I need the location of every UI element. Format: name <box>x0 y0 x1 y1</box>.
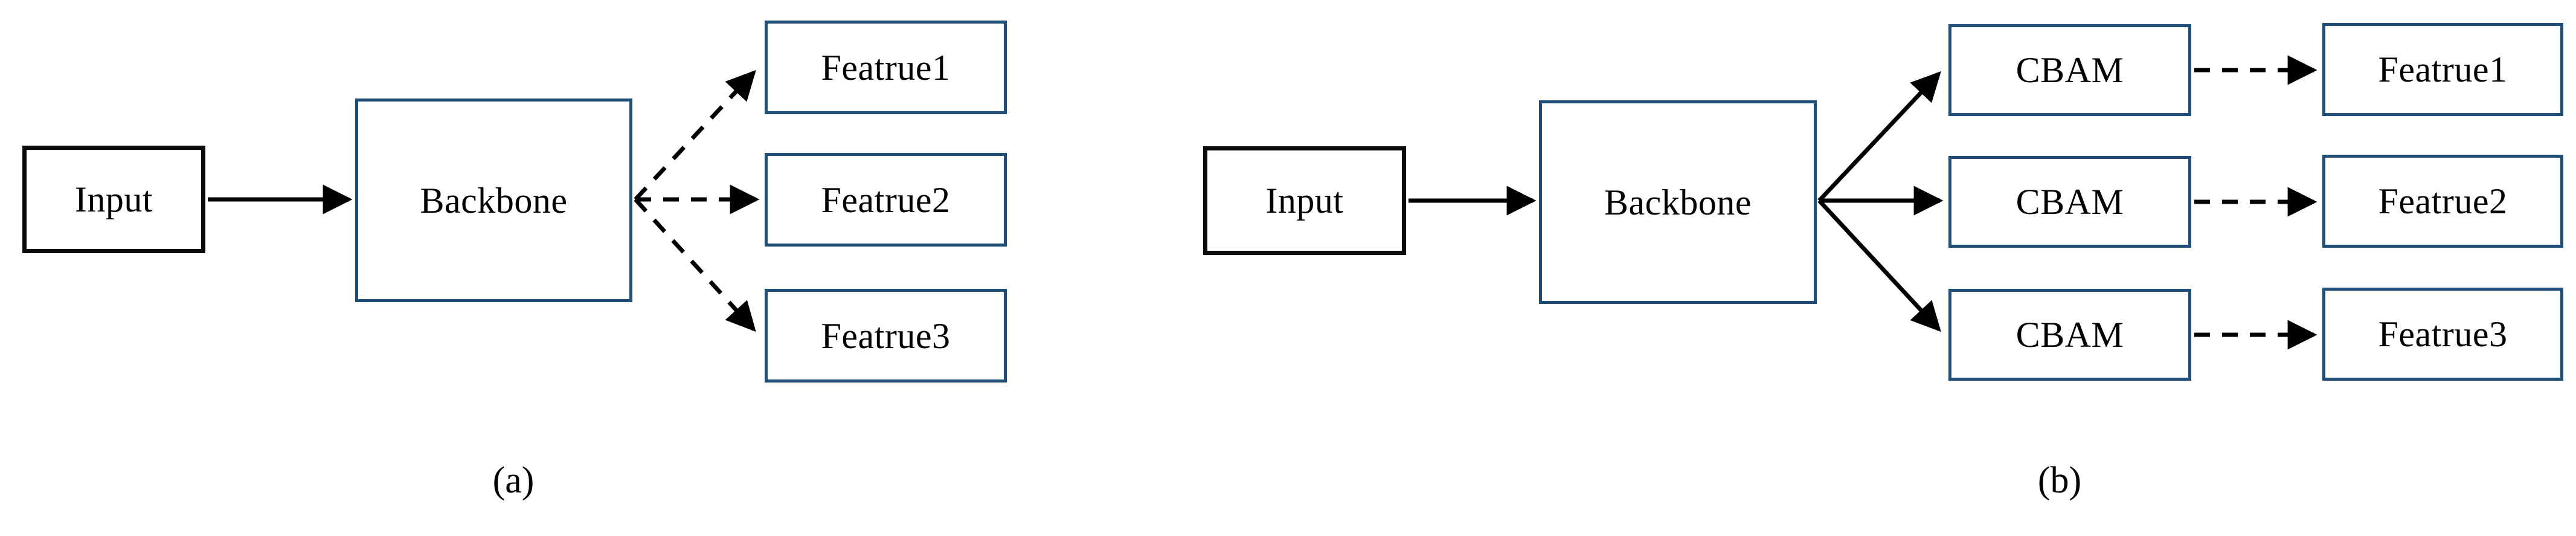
panel-b-backbone-label: Backbone <box>1604 182 1752 222</box>
panel-a-backbone-label: Backbone <box>420 180 568 221</box>
panel-b-featrue3-label: Featrue3 <box>2378 314 2508 354</box>
panel-b-input-box[interactable]: Input <box>1203 146 1406 255</box>
panel-a-backbone-box[interactable]: Backbone <box>355 98 632 302</box>
panel-b-cbam2-box[interactable]: CBAM <box>1948 156 2191 248</box>
panel-b-cbam2-label: CBAM <box>2016 182 2124 222</box>
panel-b-cbam3-label: CBAM <box>2016 315 2124 355</box>
edge-b-backbone-to-cbam3 <box>1817 199 1941 332</box>
panel-a-input-label: Input <box>74 179 153 219</box>
panel-b-featrue1-box[interactable]: Featrue1 <box>2322 23 2563 116</box>
panel-b-cbam1-box[interactable]: CBAM <box>1948 24 2191 116</box>
panel-a-caption: (a) <box>492 460 535 501</box>
panel-a-featrue1-box[interactable]: Featrue1 <box>765 21 1007 114</box>
panel-a-featrue3-box[interactable]: Featrue3 <box>765 289 1007 383</box>
panel-a-featrue2-label: Featrue2 <box>821 179 951 220</box>
panel-b-cbam3-box[interactable]: CBAM <box>1948 289 2191 381</box>
panel-a-input-box[interactable]: Input <box>22 146 205 253</box>
edge-b-backbone-to-cbam1 <box>1817 71 1941 202</box>
panel-b-featrue1-label: Featrue1 <box>2378 50 2508 89</box>
panel-a-featrue3-label: Featrue3 <box>821 315 951 356</box>
panel-b-featrue3-box[interactable]: Featrue3 <box>2322 288 2563 381</box>
panel-b-cbam1-label: CBAM <box>2016 50 2124 90</box>
edge-a-backbone-to-featrue3 <box>634 198 756 332</box>
panel-b-featrue2-box[interactable]: Featrue2 <box>2322 155 2563 248</box>
panel-b-caption: (b) <box>2037 460 2082 501</box>
panel-b-input-label: Input <box>1265 181 1344 221</box>
panel-a-featrue2-box[interactable]: Featrue2 <box>765 153 1007 247</box>
panel-a-featrue1-label: Featrue1 <box>821 47 951 88</box>
panel-b-featrue2-label: Featrue2 <box>2378 181 2508 221</box>
edge-a-backbone-to-featrue1 <box>634 69 756 201</box>
panel-b-backbone-box[interactable]: Backbone <box>1539 100 1817 304</box>
